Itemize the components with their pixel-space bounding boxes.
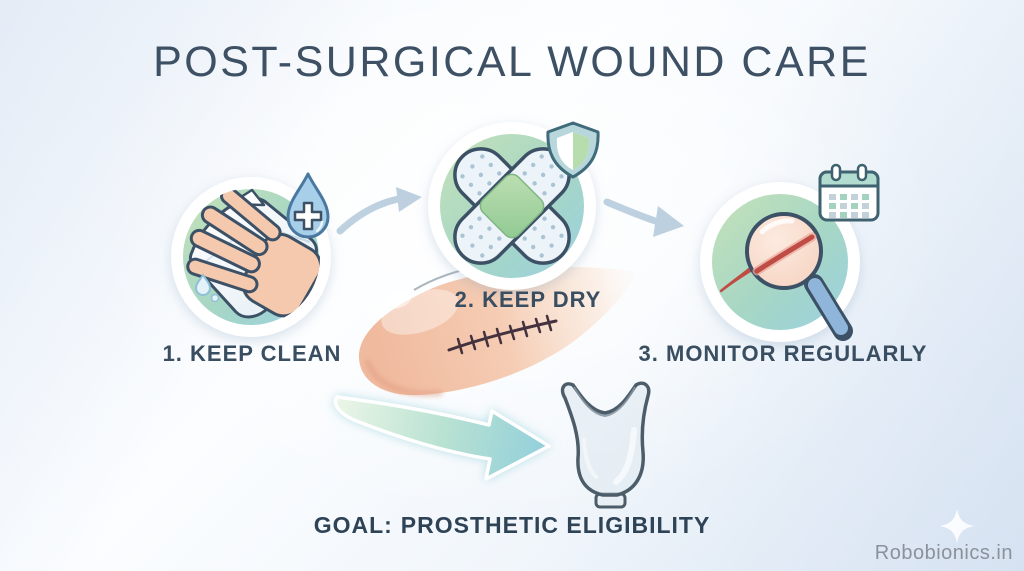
step1-circle — [171, 172, 331, 337]
step2-circle — [428, 121, 600, 290]
hand — [186, 188, 320, 326]
step1-label: 1. KEEP CLEAN — [162, 341, 342, 366]
water-droplet — [194, 273, 212, 296]
step3-circle — [700, 163, 880, 342]
step3-label: 3. MONITOR REGULARLY — [638, 341, 928, 366]
shield-icon — [546, 121, 600, 179]
goal-text: GOAL: PROSTHETIC ELIGIBILITY — [0, 512, 1024, 539]
arrow-step2-to-step3-icon — [603, 198, 684, 237]
page-title: POST-SURGICAL WOUND CARE — [153, 38, 871, 86]
water-drop-plus-icon — [286, 172, 330, 239]
arrow-step1-to-step2-icon — [336, 187, 422, 235]
magnifier-over-scar-icon — [719, 212, 853, 341]
watermark: Robobionics.in — [874, 542, 1013, 564]
magnifier-handle — [808, 278, 848, 335]
goal-arrow-icon — [333, 395, 551, 481]
bandage-pad — [479, 173, 545, 239]
hand-wiping-with-cloth-icon — [186, 188, 320, 326]
scar-line — [754, 234, 815, 274]
goal-value: PROSTHETIC ELIGIBILITY — [400, 512, 711, 538]
prosthetic-socket-icon — [560, 381, 651, 509]
step2-label: 2. KEEP DRY — [454, 287, 602, 312]
goal-prefix: GOAL: — [313, 512, 393, 538]
calendar-icon — [818, 163, 880, 222]
sparkle-icon — [940, 509, 974, 543]
residual-limb-illustration — [358, 265, 637, 397]
suture-line — [447, 314, 558, 355]
